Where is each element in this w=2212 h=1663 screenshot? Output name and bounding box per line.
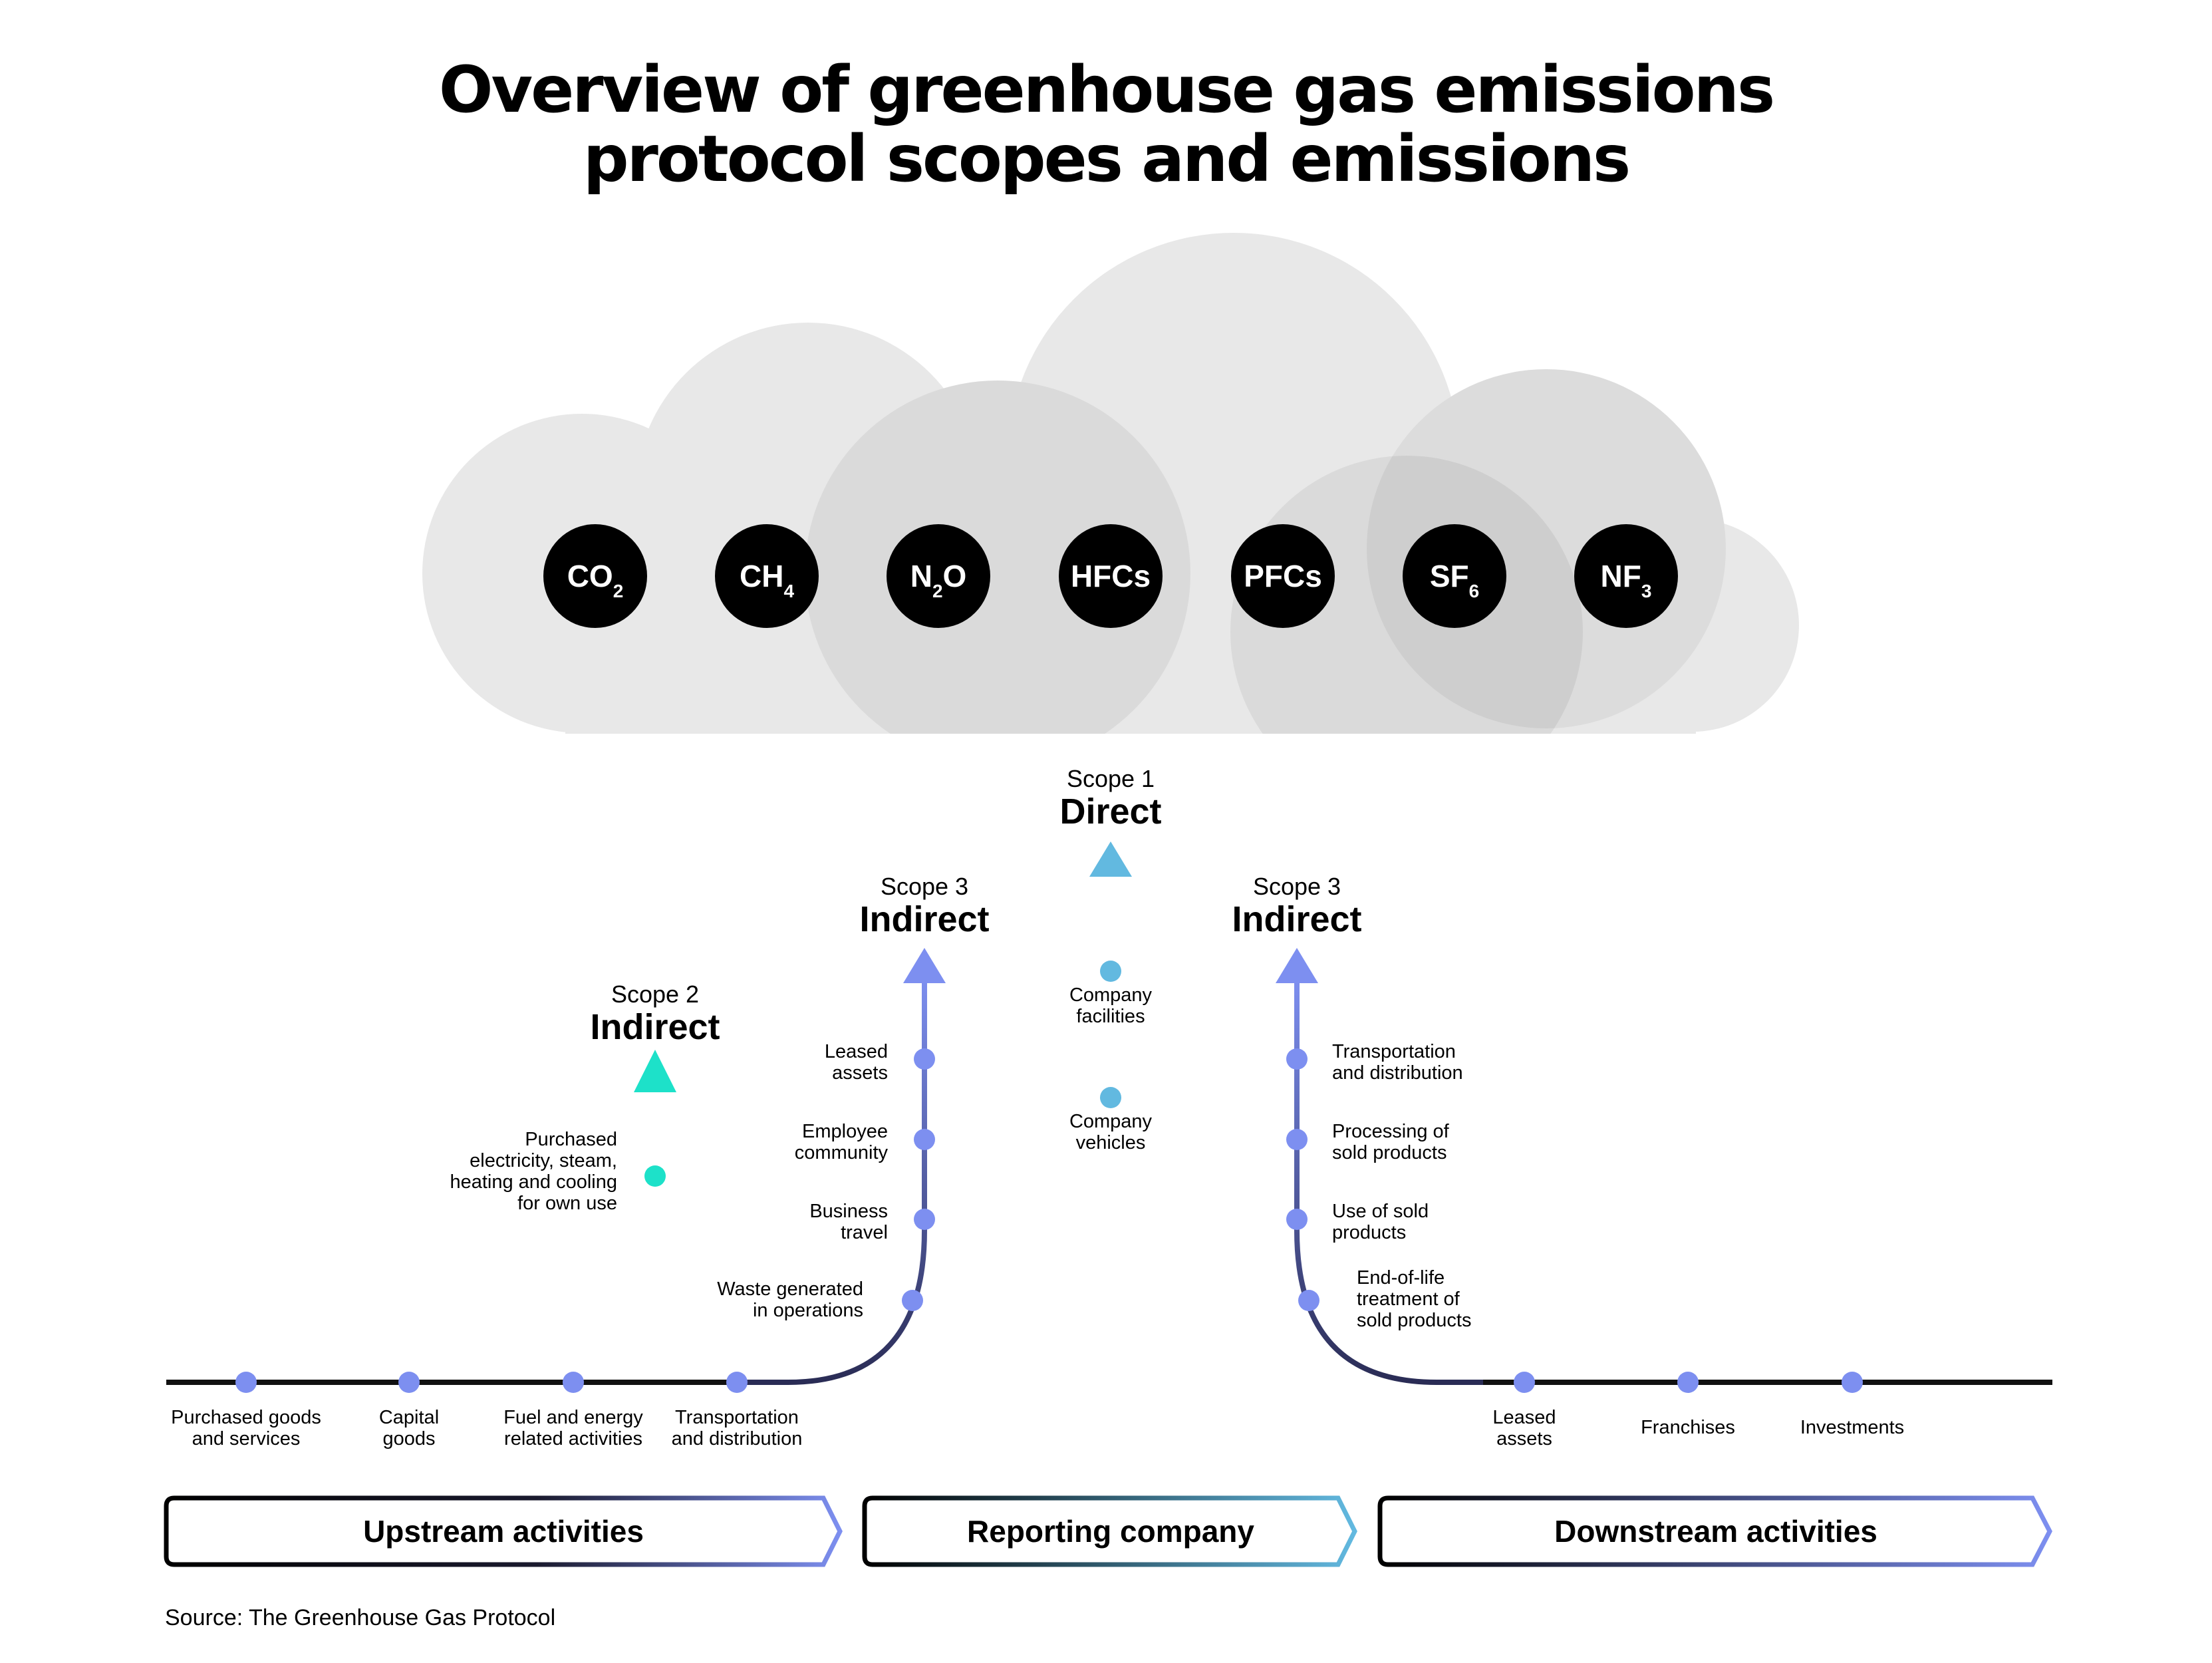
gas-5: SF6 (1403, 524, 1506, 628)
upstream-node-0 (235, 1372, 257, 1393)
upstream-bar: Upstream activities (164, 1495, 843, 1567)
title-line-2: protocol scopes and emissions (583, 122, 1629, 196)
gas-circle (543, 524, 647, 628)
downstream-bar: Downstream activities (1377, 1495, 2052, 1567)
scope3-downstream-arrow-head (1276, 948, 1318, 983)
downstream-label-1: Franchises (1641, 1417, 1735, 1438)
gas-2: N2O (887, 524, 990, 628)
gas-circle (1403, 524, 1506, 628)
downstream-label-2: Investments (1800, 1417, 1904, 1438)
scope1-heading: Scope 1 Direct (1059, 765, 1161, 832)
upstream-node-1 (398, 1372, 420, 1393)
gas-circle (1059, 524, 1163, 628)
scope1-kind: Direct (1059, 792, 1161, 832)
downstream-node-2 (1842, 1372, 1863, 1393)
source-note: Source: The Greenhouse Gas Protocol (165, 1605, 555, 1630)
reporting-company-bar: Reporting company (862, 1495, 1357, 1567)
scope3-downstream-node-0 (1286, 1048, 1308, 1070)
scope3-downstream-kind: Indirect (1232, 899, 1361, 939)
scope2-arrow-head (634, 1050, 676, 1092)
gas-label: SF6 (1430, 559, 1479, 601)
reporting-company-bar-label: Reporting company (967, 1514, 1254, 1549)
scope1-node-1 (1100, 1087, 1121, 1108)
downstream-node-0 (1514, 1372, 1535, 1393)
gas-bubbles: CO2 CH4 N2O HFCs PFCs SF6 NF3 (543, 524, 1678, 628)
gas-4: PFCs (1231, 524, 1335, 628)
scope2-heading: Scope 2 Indirect (590, 981, 720, 1047)
gas-0: CO2 (543, 524, 647, 628)
gas-label: N2O (910, 559, 967, 601)
downstream-node-1 (1677, 1372, 1699, 1393)
upstream-bar-label: Upstream activities (363, 1514, 644, 1549)
scope3-upstream-arrow-head (903, 948, 946, 983)
gas-circle (1574, 524, 1678, 628)
gas-circle (887, 524, 990, 628)
downstream-bar-label: Downstream activities (1554, 1514, 1877, 1549)
scope3-downstream-node-1 (1286, 1129, 1308, 1150)
scope1-arrow-head (1089, 841, 1132, 877)
scope2-node-0 (644, 1165, 666, 1187)
gas-label: PFCs (1244, 559, 1322, 593)
gas-label: CH4 (740, 559, 794, 601)
scope3-downstream-heading: Scope 3 Indirect (1232, 873, 1361, 939)
gas-label: HFCs (1071, 559, 1151, 593)
gas-3: HFCs (1059, 524, 1163, 628)
scope3-upstream-node-2 (914, 1209, 935, 1230)
scope3-upstream-kind: Indirect (859, 899, 989, 939)
scope3-upstream-node-0 (914, 1048, 935, 1070)
gas-label: NF3 (1601, 559, 1652, 601)
value-chain-timeline (166, 871, 2052, 1385)
scope3-upstream-heading: Scope 3 Indirect (859, 873, 989, 939)
gas-circle (1231, 524, 1335, 628)
scope3-downstream-node-3 (1298, 1290, 1319, 1311)
upstream-node-2 (563, 1372, 584, 1393)
gas-circle (715, 524, 819, 628)
scope3-upstream-label: Scope 3 (881, 873, 968, 900)
gas-6: NF3 (1574, 524, 1678, 628)
scope2-label: Scope 2 (611, 981, 699, 1008)
scope3-downstream-label: Scope 3 (1253, 873, 1341, 900)
scope1-label: Scope 1 (1067, 765, 1155, 792)
scope2-kind: Indirect (590, 1007, 720, 1047)
title-line-1: Overview of greenhouse gas emissions (439, 53, 1773, 127)
scope3-upstream-node-3 (902, 1290, 923, 1311)
gas-label: CO2 (567, 559, 624, 601)
emissions-cloud (422, 233, 1799, 734)
scope1-node-0 (1100, 961, 1121, 982)
upstream-node-3 (726, 1372, 748, 1393)
scope3-downstream-node-2 (1286, 1209, 1308, 1230)
gas-1: CH4 (715, 524, 819, 628)
scope3-upstream-node-1 (914, 1129, 935, 1150)
